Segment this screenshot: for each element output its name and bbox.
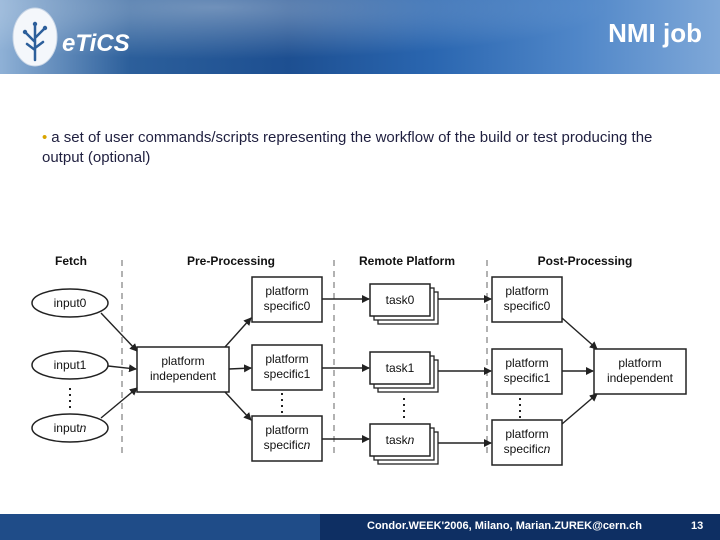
task-stack: task1 <box>369 351 439 393</box>
workflow-diagram: Fetch Pre-Processing Remote Platform Pos… <box>25 248 695 468</box>
node-label: independent <box>607 371 674 385</box>
footer-credit: Condor.WEEK'2006, Milano, Marian.ZUREK@c… <box>367 520 642 532</box>
input-label: input0 <box>54 296 87 310</box>
bullet-text: •a set of user commands/scripts represen… <box>42 128 672 168</box>
flow-arrow <box>224 391 252 421</box>
etics-logo: eTiCS <box>8 4 178 70</box>
node-label: platform <box>505 427 548 441</box>
node-label: specific1 <box>504 371 551 385</box>
stage-label-post-processing: Post-Processing <box>538 254 633 268</box>
input-node: input0 <box>31 288 109 318</box>
node-label: specific0 <box>504 299 551 313</box>
task-label: task1 <box>386 361 415 375</box>
task-stack: task0 <box>369 283 439 325</box>
flow-arrow <box>224 317 252 348</box>
node-label: platform <box>161 354 204 368</box>
post-independent-node: platform independent <box>593 348 687 395</box>
node-label: independent <box>150 369 217 383</box>
stage-label-pre-processing: Pre-Processing <box>187 254 275 268</box>
node-label: platform <box>265 423 308 437</box>
node-label: platform <box>505 356 548 370</box>
flow-arrow <box>561 393 598 425</box>
node-label: platform <box>505 284 548 298</box>
bullet-content: a set of user commands/scripts represent… <box>42 129 653 166</box>
input-label: inputn <box>54 421 87 435</box>
logo-wordmark: eTiCS <box>62 30 130 57</box>
flow-arrow <box>107 364 137 373</box>
input-node: inputn <box>31 413 109 443</box>
pre-independent-node: platform independent <box>136 346 230 393</box>
flow-arrow <box>100 387 138 419</box>
page-number: 13 <box>691 520 704 532</box>
bullet-dot: • <box>42 129 48 146</box>
flow-arrow <box>561 317 598 350</box>
node-label: specificn <box>264 438 311 452</box>
footer-bar <box>0 514 720 540</box>
node-label: platform <box>265 352 308 366</box>
post-specific-node: platform specificn <box>491 419 563 466</box>
input-node: input1 <box>31 350 109 380</box>
task-stack: taskn <box>369 423 439 465</box>
pre-specific-node: platform specific0 <box>251 276 323 323</box>
flow-arrow <box>100 312 138 352</box>
pre-specific-node: platform specific1 <box>251 344 323 391</box>
footer-dark-band <box>320 514 720 540</box>
node-label: specificn <box>504 442 551 456</box>
node-label: platform <box>265 284 308 298</box>
post-specific-node: platform specific1 <box>491 348 563 395</box>
pre-specific-node: platform specificn <box>251 415 323 462</box>
header-glow <box>0 0 720 74</box>
stage-label-remote-platform: Remote Platform <box>359 254 455 268</box>
task-label: taskn <box>386 433 415 447</box>
input-label: input1 <box>54 358 87 372</box>
node-label: specific0 <box>264 299 311 313</box>
node-label: specific1 <box>264 367 311 381</box>
header-banner: eTiCS NMI job <box>0 0 720 74</box>
node-label: platform <box>618 356 661 370</box>
post-specific-node: platform specific0 <box>491 276 563 323</box>
flow-arrow <box>228 364 252 373</box>
slide-title: NMI job <box>608 18 702 48</box>
task-label: task0 <box>386 293 415 307</box>
stage-label-fetch: Fetch <box>55 254 87 268</box>
